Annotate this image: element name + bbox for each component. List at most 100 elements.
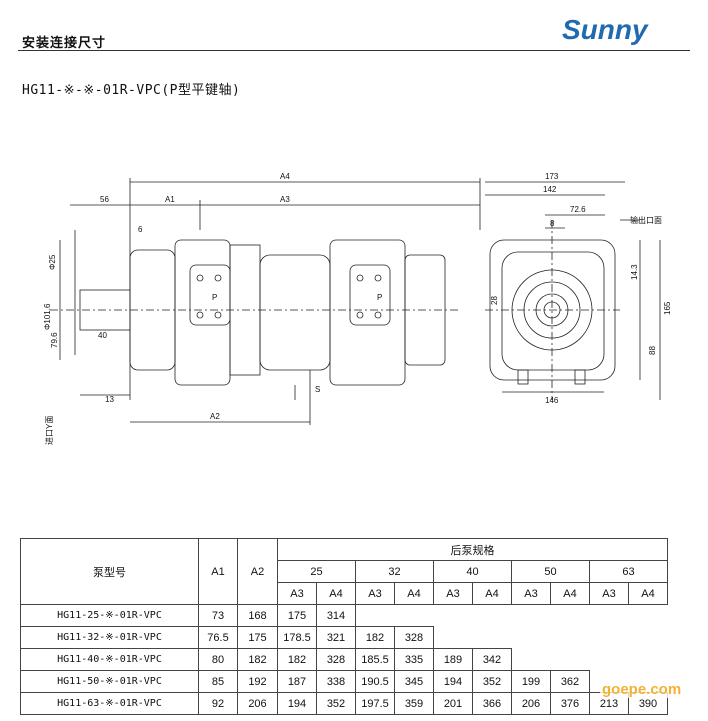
row-cell: 314 <box>316 604 356 627</box>
row-cell: 189 <box>433 648 473 671</box>
svg-text:Φ25: Φ25 <box>48 254 57 270</box>
sunny-logo: Sunny <box>562 14 649 45</box>
svg-text:28: 28 <box>490 296 499 305</box>
row-cell: 328 <box>316 648 356 671</box>
size-32: 32 <box>355 560 434 583</box>
row-cell: 201 <box>433 692 473 715</box>
row-a1: 80 <box>198 648 238 671</box>
size-25: 25 <box>277 560 356 583</box>
row-model: HG11-50-※-01R-VPC <box>20 670 199 693</box>
svg-text:Φ101.6: Φ101.6 <box>43 303 52 330</box>
dimension-table: 泵型号 A1 A2 后泵规格 25 32 40 50 63 A3 A4 A3 A… <box>20 538 668 715</box>
row-model: HG11-40-※-01R-VPC <box>20 648 199 671</box>
row-cell: 199 <box>511 670 551 693</box>
svg-text:79.6: 79.6 <box>50 332 59 348</box>
table-row: HG11-63-※-01R-VPC 92 206 194 352 197.5 3… <box>20 692 668 715</box>
table-row: HG11-32-※-01R-VPC 76.5 175 178.5 321 182… <box>20 626 668 649</box>
sub-a3: A3 <box>355 582 395 605</box>
svg-text:A1: A1 <box>165 195 175 204</box>
row-a2: 206 <box>237 692 278 715</box>
header-model: 泵型号 <box>20 538 199 605</box>
size-63: 63 <box>589 560 668 583</box>
row-cell: 321 <box>316 626 356 649</box>
svg-text:A4: A4 <box>280 172 290 181</box>
svg-text:165: 165 <box>663 301 672 315</box>
row-a1: 73 <box>198 604 238 627</box>
row-model: HG11-25-※-01R-VPC <box>20 604 199 627</box>
svg-text:S: S <box>315 385 320 394</box>
sub-a3: A3 <box>589 582 629 605</box>
svg-text:A2: A2 <box>210 412 220 421</box>
header-a1: A1 <box>198 538 238 605</box>
row-cell: 182 <box>355 626 395 649</box>
sub-a3: A3 <box>511 582 551 605</box>
row-cell: 187 <box>277 670 317 693</box>
sub-a4: A4 <box>472 582 512 605</box>
header-divider <box>18 50 690 51</box>
row-a1: 92 <box>198 692 238 715</box>
watermark: goepe.com <box>600 681 684 698</box>
svg-text:173: 173 <box>545 172 559 181</box>
row-model: HG11-63-※-01R-VPC <box>20 692 199 715</box>
row-cell: 342 <box>472 648 512 671</box>
svg-text:A3: A3 <box>280 195 290 204</box>
svg-text:8: 8 <box>550 219 555 228</box>
row-a2: 182 <box>237 648 278 671</box>
svg-text:输出口面: 输出口面 <box>630 215 662 225</box>
row-cell: 352 <box>472 670 512 693</box>
size-50: 50 <box>511 560 590 583</box>
row-cell: 366 <box>472 692 512 715</box>
svg-text:Sunny: Sunny <box>562 14 649 45</box>
sub-a3: A3 <box>433 582 473 605</box>
front-view-dims: 173 142 72.6 8 28 14.3 165 88 146 输出口面 <box>490 172 672 405</box>
svg-text:P: P <box>377 293 382 302</box>
row-a2: 175 <box>237 626 278 649</box>
row-cell: 335 <box>394 648 434 671</box>
svg-text:72.6: 72.6 <box>570 205 586 214</box>
section-title: 安装连接尺寸 <box>22 36 107 51</box>
row-cell: 338 <box>316 670 356 693</box>
row-cell: 345 <box>394 670 434 693</box>
svg-text:142: 142 <box>543 185 557 194</box>
row-cell: 376 <box>550 692 590 715</box>
row-cell: 362 <box>550 670 590 693</box>
row-cell: 194 <box>433 670 473 693</box>
row-cell: 197.5 <box>355 692 395 715</box>
svg-text:88: 88 <box>648 346 657 355</box>
sub-a3: A3 <box>277 582 317 605</box>
svg-text:56: 56 <box>100 195 109 204</box>
table-row: HG11-25-※-01R-VPC 73 168 175 314 <box>20 604 668 627</box>
sub-a4: A4 <box>628 582 668 605</box>
row-cell: 185.5 <box>355 648 395 671</box>
svg-text:14.3: 14.3 <box>630 264 639 280</box>
row-a1: 76.5 <box>198 626 238 649</box>
size-40: 40 <box>433 560 512 583</box>
table-row: HG11-50-※-01R-VPC 85 192 187 338 190.5 3… <box>20 670 668 693</box>
row-a2: 168 <box>237 604 278 627</box>
row-cell: 328 <box>394 626 434 649</box>
row-cell: 352 <box>316 692 356 715</box>
sub-a4: A4 <box>316 582 356 605</box>
row-cell: 194 <box>277 692 317 715</box>
row-cell: 206 <box>511 692 551 715</box>
row-cell: 175 <box>277 604 317 627</box>
svg-text:146: 146 <box>545 396 559 405</box>
svg-text:P: P <box>212 293 217 302</box>
row-cell: 190.5 <box>355 670 395 693</box>
row-a2: 192 <box>237 670 278 693</box>
svg-text:6: 6 <box>138 225 143 234</box>
row-cell: 182 <box>277 648 317 671</box>
row-model: HG11-32-※-01R-VPC <box>20 626 199 649</box>
row-cell: 359 <box>394 692 434 715</box>
model-title: HG11-※-※-01R-VPC(P型平键轴) <box>22 83 241 98</box>
sub-a4: A4 <box>394 582 434 605</box>
svg-text:13: 13 <box>105 395 114 404</box>
pump-drawing: A4 A1 A3 56 6 13 40 A2 S P P 79.6 Φ101.6… <box>43 172 672 445</box>
svg-text:40: 40 <box>98 331 107 340</box>
table-row: HG11-40-※-01R-VPC 80 182 182 328 185.5 3… <box>20 648 668 671</box>
svg-text:进口Y面: 进口Y面 <box>45 416 54 445</box>
sub-a4: A4 <box>550 582 590 605</box>
header-rear: 后泵规格 <box>277 538 668 561</box>
header-a2: A2 <box>237 538 278 605</box>
side-view-dims: A4 A1 A3 56 6 13 40 A2 S P P 79.6 Φ101.6… <box>43 172 382 445</box>
